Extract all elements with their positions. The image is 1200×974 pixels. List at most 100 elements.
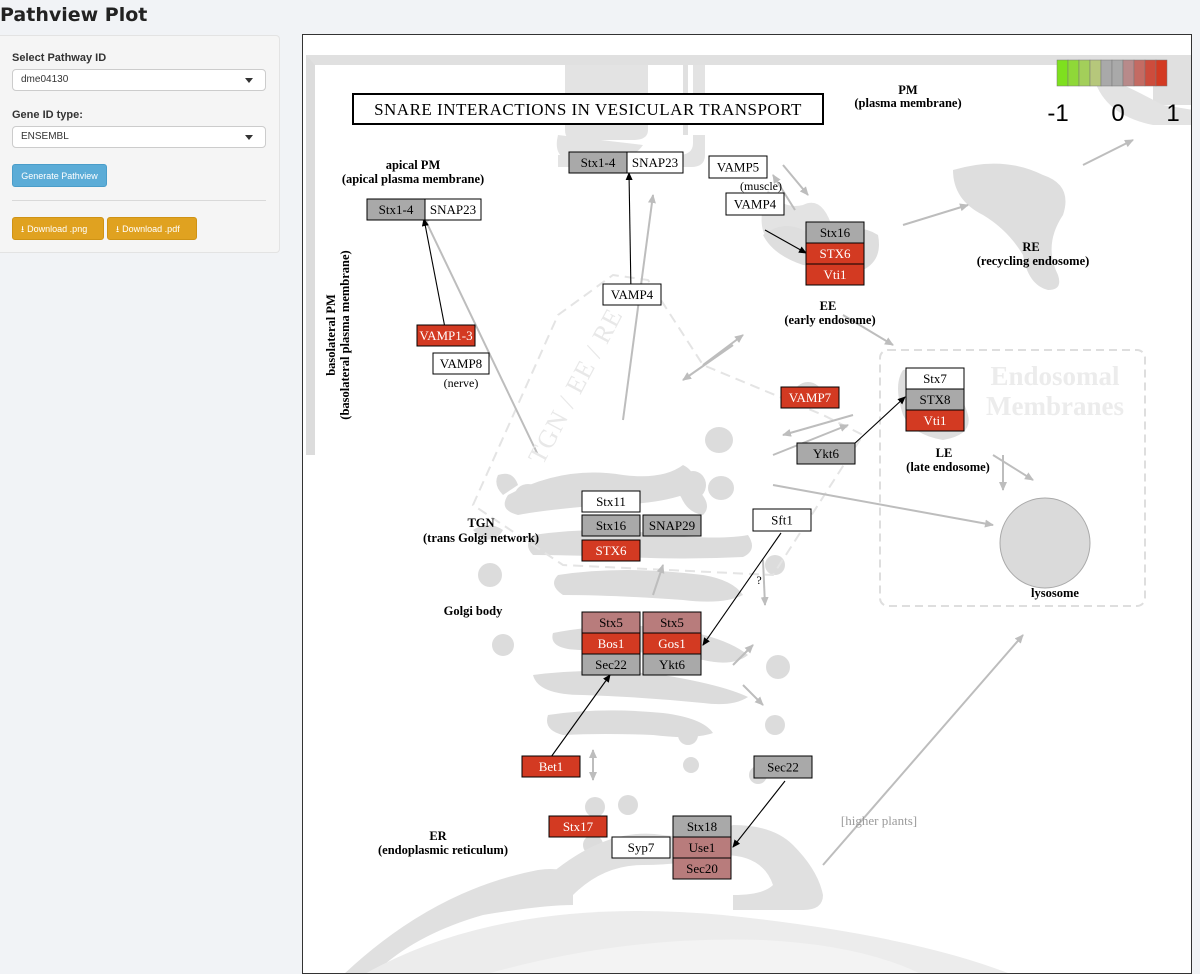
label-apical-full: (apical plasma membrane) bbox=[342, 172, 484, 186]
gene-node[interactable]: SNAP23 bbox=[626, 151, 684, 174]
gene-label: VAMP7 bbox=[789, 390, 832, 405]
gene-node[interactable]: VAMP8 bbox=[432, 352, 490, 375]
gene-node[interactable]: Stx5 bbox=[642, 611, 702, 634]
gene-node[interactable]: SNAP29 bbox=[642, 514, 702, 537]
gene-node[interactable]: Stx5 bbox=[581, 611, 641, 634]
gene-label: Sec22 bbox=[767, 760, 799, 775]
gene-node[interactable]: VAMP7 bbox=[780, 386, 840, 409]
legend-swatch bbox=[1155, 59, 1168, 87]
gene-node[interactable]: SNAP23 bbox=[424, 198, 482, 221]
download-png-button[interactable]: ⭳Download .png bbox=[12, 217, 104, 240]
gene-label: Bos1 bbox=[598, 636, 625, 651]
gene-label: Ykt6 bbox=[813, 446, 840, 461]
label-pm: PM bbox=[898, 83, 918, 97]
gene-box bbox=[725, 192, 785, 216]
generate-pathview-button[interactable]: Generate Pathview bbox=[12, 164, 107, 187]
label-re-full: (recycling endosome) bbox=[977, 254, 1090, 268]
gene-node[interactable]: Stx11 bbox=[581, 490, 641, 513]
gene-node[interactable]: VAMP5 bbox=[708, 155, 768, 179]
gene-node[interactable]: STX6 bbox=[581, 539, 641, 562]
gene-box bbox=[581, 514, 641, 537]
gene-node[interactable]: Ykt6 bbox=[642, 653, 702, 676]
label-question: ? bbox=[756, 573, 761, 587]
gene-node[interactable]: VAMP4 bbox=[725, 192, 785, 216]
gene-label: STX6 bbox=[819, 246, 851, 261]
gene-box bbox=[796, 442, 856, 465]
gene-label: Stx11 bbox=[596, 494, 626, 509]
gene-box bbox=[642, 514, 702, 537]
gene-label: SNAP23 bbox=[430, 202, 476, 217]
gene-node[interactable]: Sec20 bbox=[672, 857, 732, 880]
chevron-down-icon bbox=[245, 78, 253, 83]
gene-node[interactable]: Gos1 bbox=[642, 632, 702, 655]
gene-node[interactable]: Sft1 bbox=[752, 508, 812, 532]
gene-label: Sec22 bbox=[595, 657, 627, 672]
gene-node[interactable]: STX6 bbox=[805, 242, 865, 265]
compartment-labels: PM (plasma membrane) apical PM (apical p… bbox=[324, 83, 1089, 857]
gene-node[interactable]: Use1 bbox=[672, 836, 732, 859]
gene-node[interactable]: Syp7 bbox=[611, 836, 671, 859]
gene-node[interactable]: Sec22 bbox=[581, 653, 641, 676]
gene-label: VAMP4 bbox=[611, 287, 654, 302]
trafficking-arrows bbox=[422, 139, 1134, 866]
gene-box bbox=[905, 409, 965, 432]
gene-node[interactable]: STX8 bbox=[905, 388, 965, 411]
pathway-label: Select Pathway ID bbox=[12, 52, 107, 64]
gene-node[interactable]: Stx16 bbox=[805, 221, 865, 244]
legend-swatch bbox=[1078, 59, 1091, 87]
gene-node[interactable]: Sec22 bbox=[753, 755, 813, 779]
gene-node[interactable]: Stx18 bbox=[672, 815, 732, 838]
interaction-arrows bbox=[421, 172, 906, 848]
gene-box bbox=[424, 198, 482, 221]
gene-node[interactable]: Stx7 bbox=[905, 367, 965, 390]
diagram-title: SNARE INTERACTIONS IN VESICULAR TRANSPOR… bbox=[374, 100, 802, 119]
gene-box bbox=[708, 155, 768, 179]
gene-label: Stx18 bbox=[687, 819, 717, 834]
gene-label: Vti1 bbox=[923, 413, 946, 428]
gene-node[interactable]: VAMP1-3 bbox=[416, 324, 476, 347]
gene-node[interactable]: Stx1-4 bbox=[568, 151, 628, 174]
gene-node[interactable]: Bos1 bbox=[581, 632, 641, 655]
pathway-select[interactable]: dme04130 bbox=[12, 69, 266, 91]
gene-node[interactable]: Bet1 bbox=[521, 755, 581, 778]
gene-label: VAMP8 bbox=[440, 356, 482, 371]
gene-node[interactable]: Stx16 bbox=[581, 514, 641, 537]
label-basolateral-full: (basolateral plasma membrane) bbox=[338, 250, 352, 419]
pathway-diagram: Stx1-4SNAP23Stx1-4SNAP23VAMP5VAMP4Stx16S… bbox=[306, 55, 1191, 973]
download-icon: ⭳ bbox=[21, 224, 25, 234]
idtype-select[interactable]: ENSEMBL bbox=[12, 126, 266, 148]
label-tgn-ee-re: TGN / EE / RE bbox=[522, 303, 628, 468]
legend-swatch bbox=[1122, 59, 1135, 87]
gene-box bbox=[626, 151, 684, 174]
gene-label: Vti1 bbox=[823, 267, 846, 282]
gene-label: Stx16 bbox=[596, 518, 627, 533]
legend-max: 1 bbox=[1166, 100, 1179, 127]
gene-box bbox=[805, 263, 865, 286]
gene-label: STX6 bbox=[595, 543, 627, 558]
legend-swatch bbox=[1111, 59, 1124, 87]
gene-label: Stx7 bbox=[923, 371, 947, 386]
gene-node[interactable]: Vti1 bbox=[805, 263, 865, 286]
legend-min: -1 bbox=[1047, 100, 1068, 127]
legend-swatch bbox=[1089, 59, 1102, 87]
gene-box bbox=[521, 755, 581, 778]
gene-box bbox=[752, 508, 812, 532]
label-tgn-full: (trans Golgi network) bbox=[423, 531, 539, 545]
gene-node[interactable]: Stx1-4 bbox=[366, 198, 426, 221]
gene-label: VAMP5 bbox=[717, 160, 759, 175]
gene-node[interactable]: Ykt6 bbox=[796, 442, 856, 465]
legend-swatch bbox=[1100, 59, 1113, 87]
gene-node[interactable]: Stx17 bbox=[548, 815, 608, 838]
gene-label: SNAP23 bbox=[632, 155, 678, 170]
label-tgn: TGN bbox=[467, 516, 494, 530]
gene-box bbox=[581, 490, 641, 513]
gene-box bbox=[753, 755, 813, 779]
gene-label: Stx16 bbox=[820, 225, 851, 240]
divider bbox=[12, 200, 266, 201]
label-le-full: (late endosome) bbox=[906, 460, 990, 474]
gene-node[interactable]: Vti1 bbox=[905, 409, 965, 432]
download-pdf-button[interactable]: ⭳Download .pdf bbox=[107, 217, 197, 240]
gene-node[interactable]: VAMP4 bbox=[602, 283, 662, 306]
sidebar-panel: Select Pathway ID dme04130 Gene ID type:… bbox=[0, 35, 280, 253]
label-higher-plants: [higher plants] bbox=[841, 813, 917, 828]
